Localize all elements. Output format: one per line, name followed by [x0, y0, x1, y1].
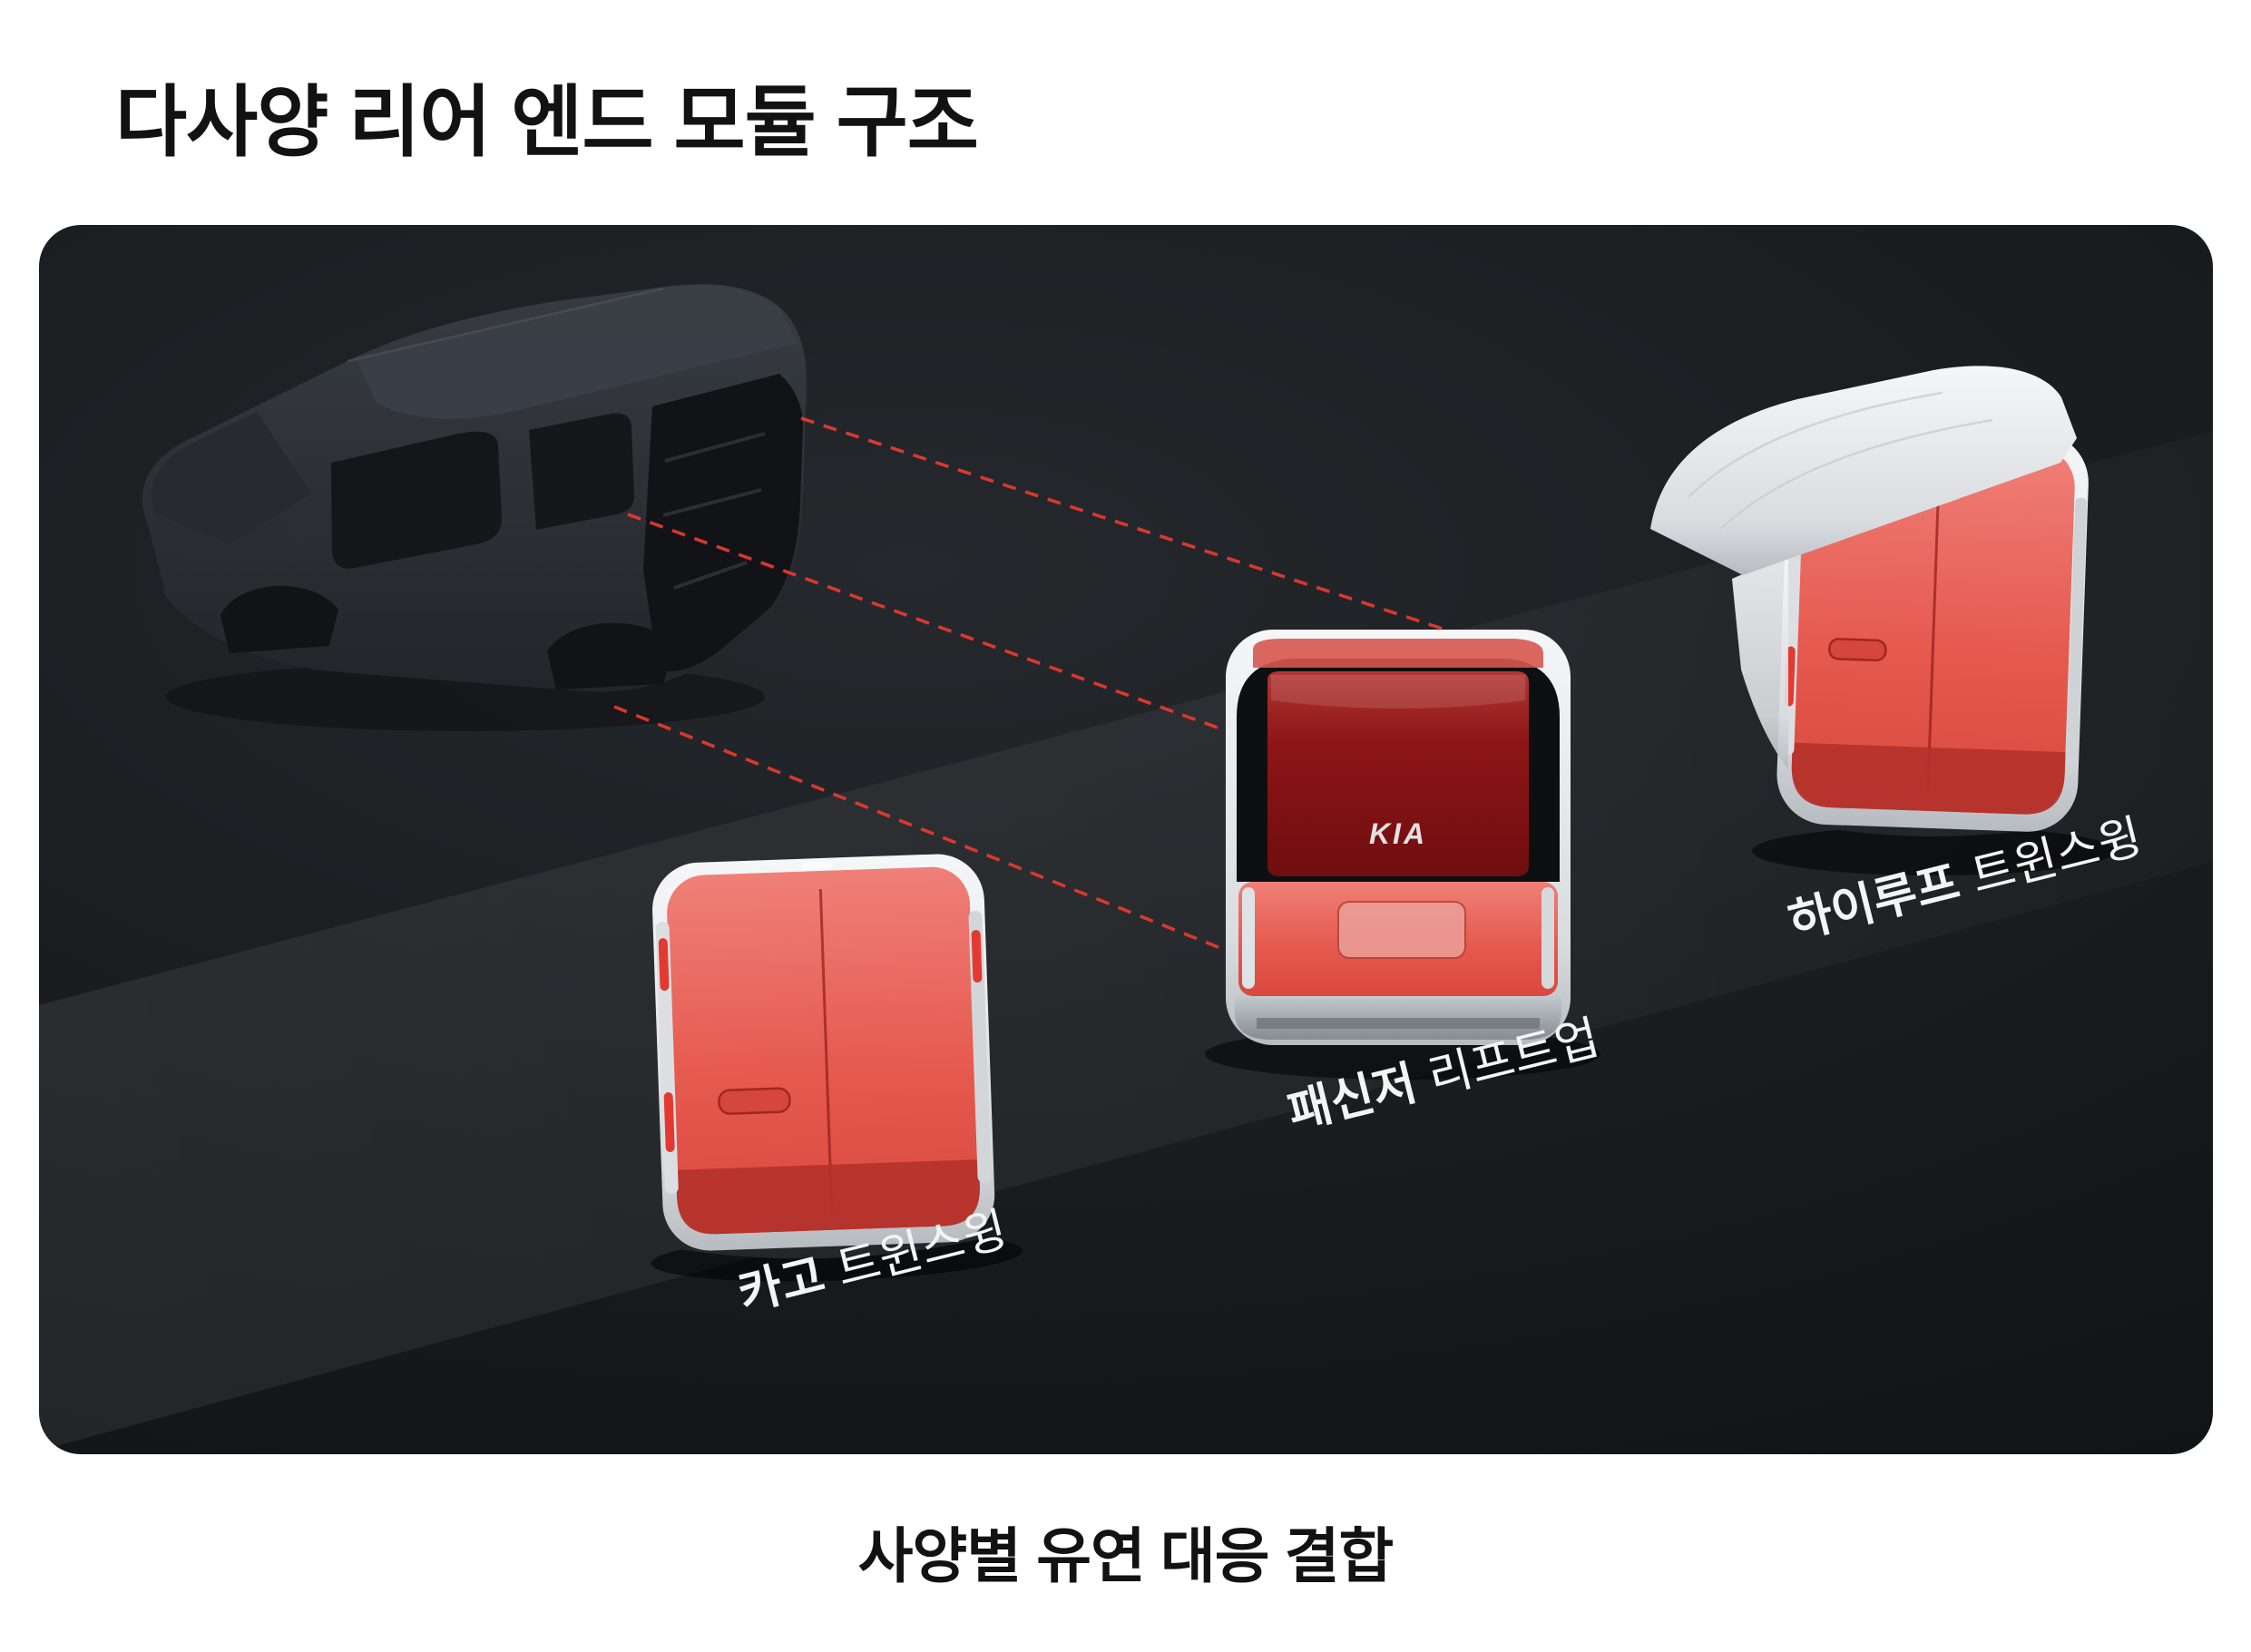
cargo-lamp-red-2	[663, 1092, 675, 1152]
connector-dashed-lines	[613, 416, 1452, 950]
highroof-tail-lamp-right	[2066, 497, 2088, 759]
highroof-roof-panel-lines	[1688, 391, 1993, 530]
passenger-rear-window	[1267, 671, 1529, 876]
diagram-panel: KIA	[39, 225, 2213, 1454]
kia-logo: KIA	[1369, 817, 1427, 850]
passenger-lamp-left	[1242, 887, 1255, 989]
highroof-door-seam	[1926, 463, 1942, 795]
passenger-plate-recess	[1337, 901, 1466, 959]
highroof-roof-slab	[1650, 366, 2077, 575]
module-high-roof-render	[1650, 366, 2115, 875]
highroof-bumper-band	[1791, 742, 2066, 815]
cargo-lamp-red-3	[971, 930, 983, 983]
passenger-window-reflection	[1271, 675, 1525, 709]
passenger-bumper-step	[1257, 1018, 1540, 1029]
floor-band	[39, 431, 2213, 1451]
page-title: 다사양 리어 엔드 모듈 구조	[115, 79, 979, 166]
cargo-lamp-red-1	[658, 938, 670, 992]
van-roof-edge-highlight	[347, 287, 664, 363]
van-roof	[357, 286, 798, 419]
cargo-door-handle	[718, 1087, 791, 1115]
van-wheel-arch-rear	[547, 622, 674, 689]
module-cargo-render	[651, 854, 1023, 1282]
connector-line-top	[800, 416, 1452, 633]
van-interior-lines	[662, 432, 766, 590]
cargo-bumper-band	[676, 1159, 980, 1235]
module-passenger-render: KIA	[1205, 630, 1600, 1080]
highroof-side-pillar	[1732, 554, 1788, 769]
passenger-lamp-right	[1541, 887, 1554, 989]
van-rear-opening	[643, 374, 803, 671]
cargo-roof-notch	[800, 862, 834, 870]
connector-line-bottom	[613, 705, 1221, 950]
cargo-door-seam	[818, 888, 834, 1214]
highroof-door-handle	[1828, 638, 1887, 662]
van-side-window-rear	[529, 413, 634, 530]
bottom-caption: 사양별 유연 대응 결합	[857, 1522, 1395, 1589]
van-windshield	[152, 412, 311, 544]
diagram-scene: KIA	[39, 284, 2213, 1451]
cargo-red-door-panel	[667, 866, 980, 1235]
van-side-window-front	[331, 431, 502, 569]
passenger-roof-lip	[1253, 639, 1543, 668]
van-wheel-arch-front	[220, 585, 338, 653]
ghost-van-body	[142, 284, 807, 731]
